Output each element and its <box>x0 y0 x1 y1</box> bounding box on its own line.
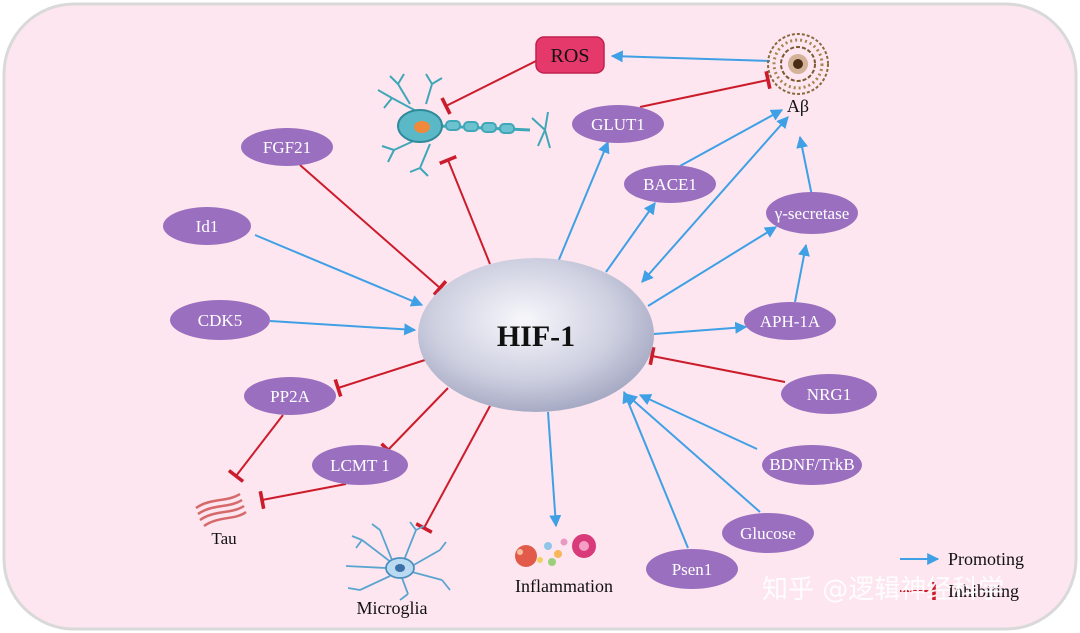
edge-aph1a-gsecretase <box>794 243 810 303</box>
edge-ros-neuron <box>440 59 539 115</box>
node-pp2a-label: PP2A <box>270 387 310 406</box>
edge-id1-hif1 <box>254 234 424 307</box>
node-bace1: BACE1 <box>624 165 716 203</box>
node-cdk5: CDK5 <box>170 300 270 340</box>
watermark: 知乎 @逻辑神经科学 <box>762 575 1004 605</box>
edge-cdk5-hif1 <box>269 320 417 336</box>
edge-gsecretase-abeta <box>796 135 813 197</box>
node-gsecretase-label: γ-secretase <box>774 204 850 223</box>
edge-hif1-gsecretase <box>647 226 778 307</box>
edge-psen1-hif1 <box>622 390 689 549</box>
microglia-label: Microglia <box>357 598 428 618</box>
node-glut1: GLUT1 <box>572 105 664 143</box>
node-psen1: Psen1 <box>646 549 738 589</box>
hif1-label: HIF-1 <box>497 320 575 353</box>
node-bace1-label: BACE1 <box>643 175 697 194</box>
node-nrg1: NRG1 <box>781 374 877 414</box>
node-glut1-label: GLUT1 <box>591 115 645 134</box>
neuron-icon <box>377 73 551 177</box>
hif1-node: HIF-1 <box>418 258 654 412</box>
edge-pp2a-tau <box>227 414 284 483</box>
node-glucose-label: Glucose <box>740 524 796 543</box>
node-bdnf: BDNF/TrkB <box>762 445 862 485</box>
tau-label: Tau <box>211 529 237 548</box>
edge-hif1-pp2a <box>333 359 426 398</box>
edge-hif1-neuron <box>438 154 491 265</box>
edges <box>227 50 813 549</box>
legend-inhibiting-label: Inhibiting <box>948 581 1019 601</box>
edge-glucose-hif1 <box>625 393 761 513</box>
node-gsecretase: γ-secretase <box>766 192 858 234</box>
edge-fgf21-hif1 <box>299 164 448 296</box>
node-lcmt1-label: LCMT 1 <box>330 456 390 475</box>
edge-hif1-glut1 <box>557 140 610 263</box>
node-cdk5-label: CDK5 <box>198 311 242 330</box>
node-nrg1-label: NRG1 <box>807 385 851 404</box>
node-lcmt1: LCMT 1 <box>312 445 408 485</box>
node-id1: Id1 <box>163 207 251 245</box>
node-bdnf-label: BDNF/TrkB <box>769 455 854 474</box>
edge-hif1-lcmt1 <box>380 387 449 458</box>
node-psen1-label: Psen1 <box>672 560 713 579</box>
ros-label: ROS <box>551 45 590 67</box>
node-pp2a: PP2A <box>244 377 336 415</box>
inflammation-label: Inflammation <box>515 576 613 596</box>
legend: Promoting Inhibiting <box>900 549 1024 601</box>
inflammation-icon <box>515 534 596 567</box>
hif1-ellipse <box>418 258 654 412</box>
edge-nrg1-hif1 <box>648 346 786 383</box>
node-glucose: Glucose <box>722 513 814 553</box>
edge-bdnf-hif1 <box>638 394 758 450</box>
tau-fibril-icon <box>195 492 247 528</box>
edge-abeta-ros <box>610 50 771 63</box>
node-fgf21-label: FGF21 <box>263 138 311 157</box>
ros-box <box>535 36 605 74</box>
edge-glut1-abeta <box>639 70 772 108</box>
node-fgf21: FGF21 <box>241 128 333 166</box>
edge-hif1-abeta <box>641 116 789 283</box>
edge-lcmt1-tau <box>258 483 347 510</box>
ros-node: ROS <box>535 36 605 74</box>
node-aph1a: APH-1A <box>744 302 836 340</box>
edge-hif1-microglia <box>415 405 491 534</box>
microglia-icon <box>345 521 451 601</box>
node-aph1a-label: APH-1A <box>760 312 821 331</box>
abeta-label: Aβ <box>787 96 809 116</box>
legend-promoting-label: Promoting <box>948 549 1024 569</box>
node-id1-label: Id1 <box>196 217 219 236</box>
abeta-plaque-icon <box>767 33 829 95</box>
edge-hif1-inflammation <box>547 411 562 528</box>
edge-hif1-aph1a <box>653 321 748 335</box>
